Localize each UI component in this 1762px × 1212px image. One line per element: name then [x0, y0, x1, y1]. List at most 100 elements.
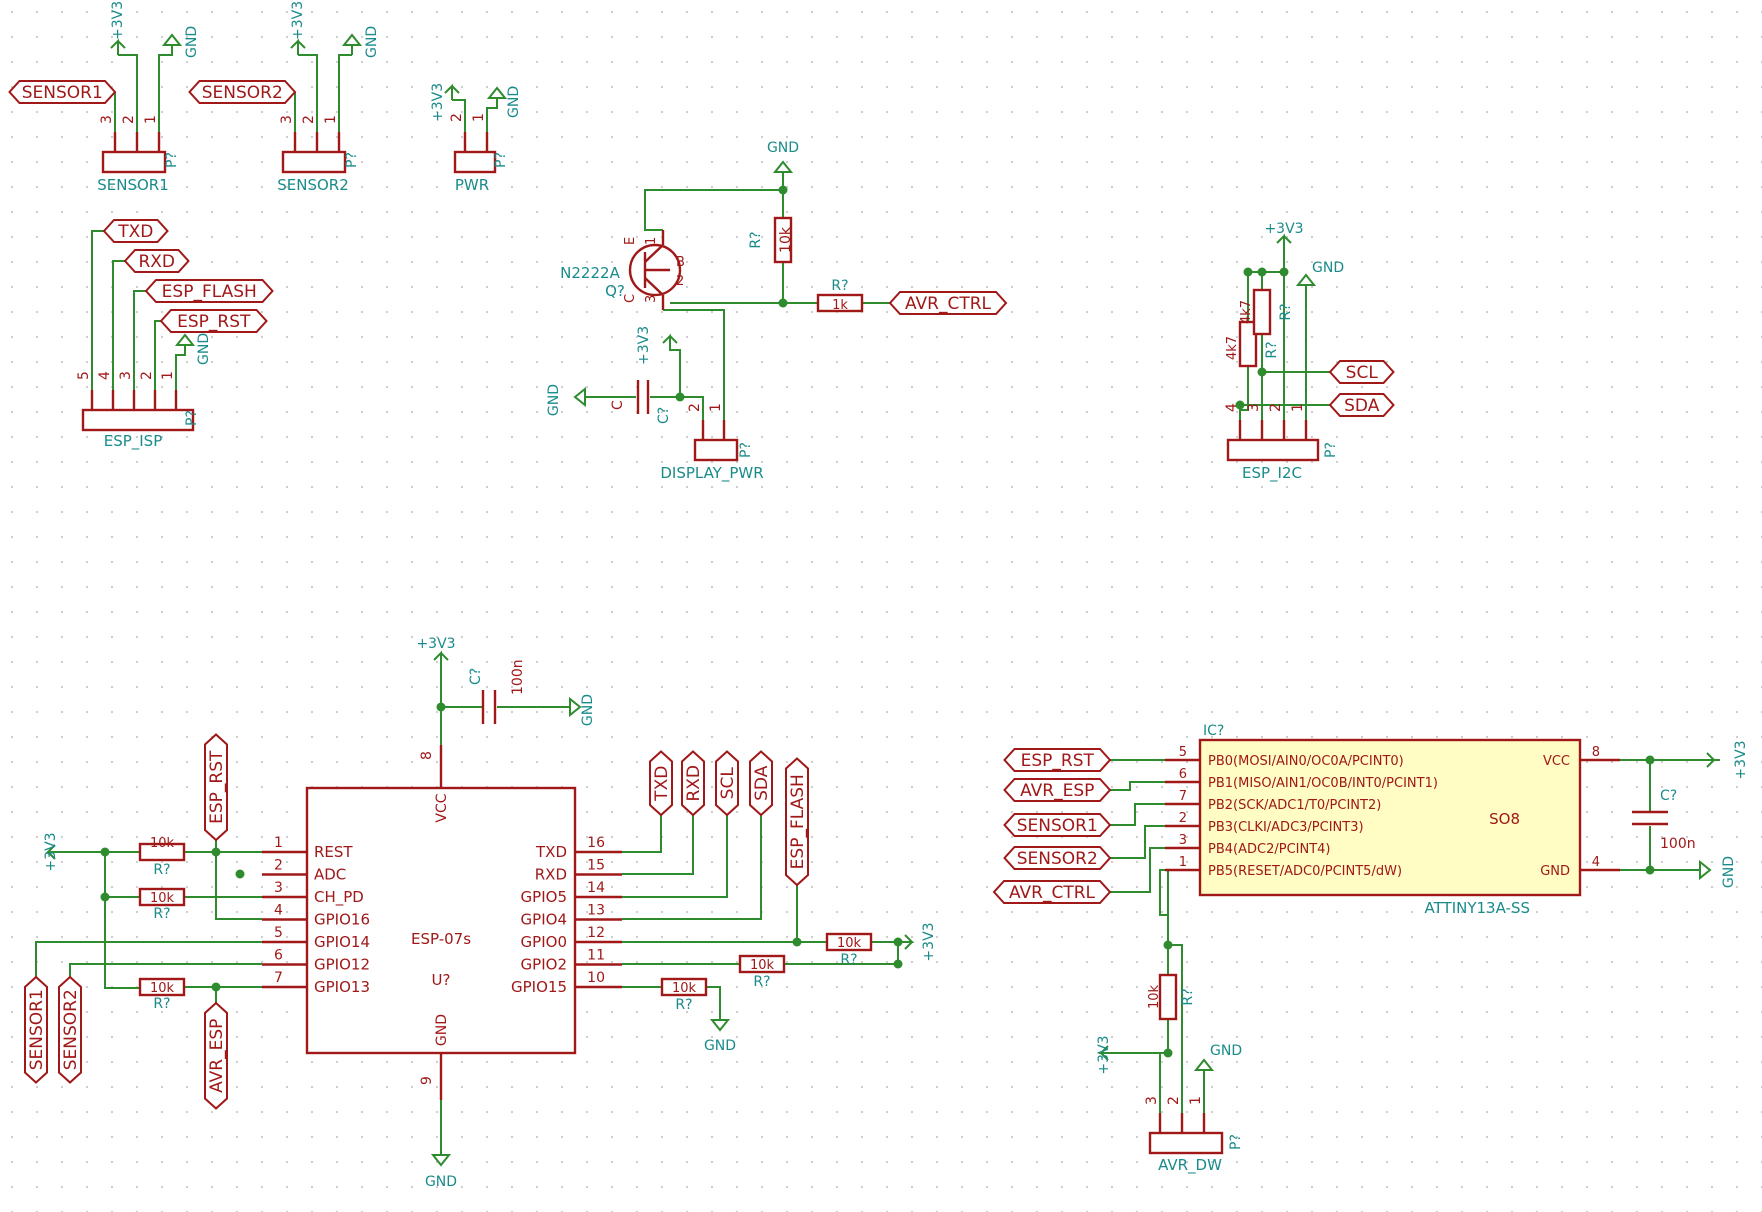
pin-number: 4 [1224, 403, 1240, 412]
gnd-triangle [1193, 1058, 1215, 1071]
net-label: SDA [1344, 396, 1380, 416]
pin-number: 2 [1179, 811, 1187, 826]
capacitor-value: C [610, 400, 626, 410]
pin-number: 1 [1188, 1096, 1204, 1105]
pin-number: 2 [121, 115, 137, 124]
net-label: AVR_CTRL [1009, 883, 1096, 903]
net-label-box [888, 291, 1008, 315]
pin-number: 1 [160, 371, 176, 380]
vcc-arrow [290, 38, 306, 55]
wire [1110, 847, 1165, 893]
gnd-triangle [430, 1154, 452, 1167]
resistor-value: 10k [778, 226, 794, 253]
transistor-part: N2222A [560, 264, 620, 282]
wire [486, 98, 498, 132]
vcc-symbol [662, 333, 678, 350]
capacitor-ref: C? [656, 407, 672, 424]
net-label: ESP_FLASH [788, 774, 808, 869]
junction-dot [1243, 267, 1253, 277]
transistor-ref: Q? [605, 282, 625, 300]
vcc-label: +3V3 [430, 83, 446, 122]
pin-number: 3 [1246, 403, 1262, 412]
pin-name: RXD [535, 866, 567, 884]
junction-dot [1257, 367, 1267, 377]
wire [338, 54, 352, 132]
wire [644, 189, 783, 231]
wire [622, 815, 728, 898]
vcc-label: +3V3 [290, 1, 306, 40]
resistor-body [773, 216, 793, 264]
pin-number: 3 [1179, 833, 1187, 848]
net-label-box [749, 750, 773, 817]
resistor-body [1238, 320, 1258, 368]
resistor-value: 4k7 [1225, 336, 1240, 360]
gnd-label: GND [1210, 1043, 1242, 1059]
pin-number: 1 [708, 403, 724, 412]
wire [133, 290, 146, 390]
gnd-symbol [486, 86, 508, 99]
wire [663, 309, 725, 420]
pin-number: 1 [644, 237, 659, 245]
capacitor-ref: C? [1660, 788, 1677, 804]
resistor-body [738, 954, 786, 974]
pin-name: PB1(MISO/AIN1/OC0B/INT0/PCINT1) [1208, 776, 1438, 791]
connector-body [101, 150, 167, 174]
resistor-ref: R? [153, 906, 170, 922]
pin-name: ADC [314, 866, 346, 884]
resistor-value: 10k [837, 936, 862, 951]
pin-number: 3 [644, 295, 659, 303]
vcc-label: +3V3 [636, 326, 652, 365]
gnd-label: GND [704, 1038, 736, 1054]
wire [1110, 781, 1165, 791]
pin-number: 2 [1268, 403, 1284, 412]
wire [1110, 825, 1165, 859]
capacitor-value: 100n [1660, 836, 1696, 852]
resistor-value: 10k [672, 981, 697, 996]
transistor-collector [644, 277, 664, 296]
net-label-box [1003, 748, 1112, 772]
pin-name: TXD [535, 843, 567, 861]
gnd-triangle [174, 333, 196, 346]
net-label: ESP_RST [177, 312, 251, 332]
esp07-name: ESP-07s [411, 930, 471, 948]
pin-number: 15 [587, 858, 605, 874]
junction-dot [1235, 400, 1245, 410]
pin-number: 12 [587, 925, 605, 941]
net-label-box [1328, 393, 1395, 417]
wire [1168, 944, 1183, 1113]
net-label: SCL [718, 767, 738, 800]
vcc-label: +3V3 [921, 922, 937, 961]
gnd-triangle [486, 86, 508, 99]
pin-number: 2 [676, 274, 684, 289]
resistor-body [138, 887, 186, 907]
net-label-box [204, 1001, 228, 1110]
net-label-box [992, 880, 1112, 904]
resistor-body [138, 842, 186, 862]
parts-layer [8, 80, 1668, 1155]
pin-letter: E [623, 237, 638, 245]
wire [35, 941, 262, 977]
net-label: SDA [752, 765, 772, 801]
net-label-box [785, 757, 809, 887]
resistor-ref: R? [675, 997, 692, 1013]
gnd-label: GND [364, 26, 380, 58]
resistor-ref: R? [153, 862, 170, 878]
net-label-box [188, 80, 297, 104]
gnd-symbol [161, 33, 183, 46]
pin-name: REST [314, 843, 353, 861]
net-label: TXD [117, 222, 153, 242]
vcc-arrow [110, 38, 126, 55]
wire [622, 815, 762, 920]
vcc-label: +3V3 [1733, 740, 1749, 779]
attiny-body [1198, 738, 1582, 897]
wire [91, 230, 104, 390]
connector-value: PWR [455, 176, 489, 194]
pin-name: PB4(ADC2/PCINT4) [1208, 842, 1331, 857]
vcc-label: +3V3 [110, 1, 126, 40]
resistor-body [825, 932, 873, 952]
net-label: ESP_RST [207, 750, 227, 824]
resistor-value: 10k [750, 958, 775, 973]
ic-package: SO8 [1489, 810, 1520, 828]
resistor-body [138, 977, 186, 997]
resistor-value: 10k [150, 836, 175, 851]
